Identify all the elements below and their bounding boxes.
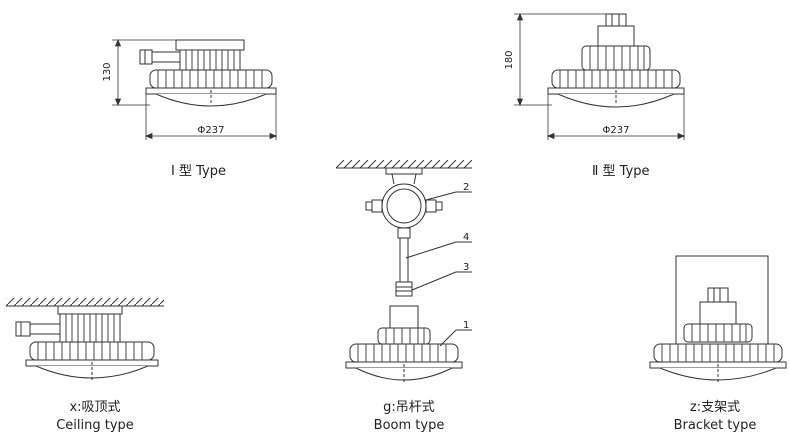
type-i-lamp-drawing <box>139 39 277 107</box>
bracket-type-caption-en: Bracket type <box>673 418 757 433</box>
callout-2: 2 <box>463 182 469 193</box>
bracket-type-caption-cn: z:支架式 <box>689 400 741 415</box>
type-i-height-dim: 130 <box>102 62 113 81</box>
type-ii-diameter-dim: Φ237 <box>603 125 630 136</box>
ceiling-type-drawing <box>6 298 164 380</box>
type-i-caption: Ⅰ 型 Type <box>171 164 226 179</box>
type-ii-caption: Ⅱ 型 Type <box>592 164 650 179</box>
ceiling-type-caption-en: Ceiling type <box>56 418 134 433</box>
callout-4: 4 <box>463 232 469 243</box>
boom-type-caption-en: Boom type <box>373 418 445 433</box>
bracket-type-drawing <box>649 255 787 382</box>
type-ii-height-dim: 180 <box>504 50 515 69</box>
boom-type-drawing <box>336 160 472 382</box>
ceiling-type-caption-cn: x:吸顶式 <box>69 400 121 415</box>
boom-type-caption-cn: g:吊杆式 <box>383 400 435 415</box>
type-i-dimensions <box>112 38 278 140</box>
type-i-diameter-dim: Φ237 <box>198 125 225 136</box>
type-ii-dimensions <box>514 12 686 140</box>
callout-3: 3 <box>463 262 469 273</box>
callout-1: 1 <box>463 320 469 331</box>
type-ii-lamp-drawing <box>547 13 685 108</box>
